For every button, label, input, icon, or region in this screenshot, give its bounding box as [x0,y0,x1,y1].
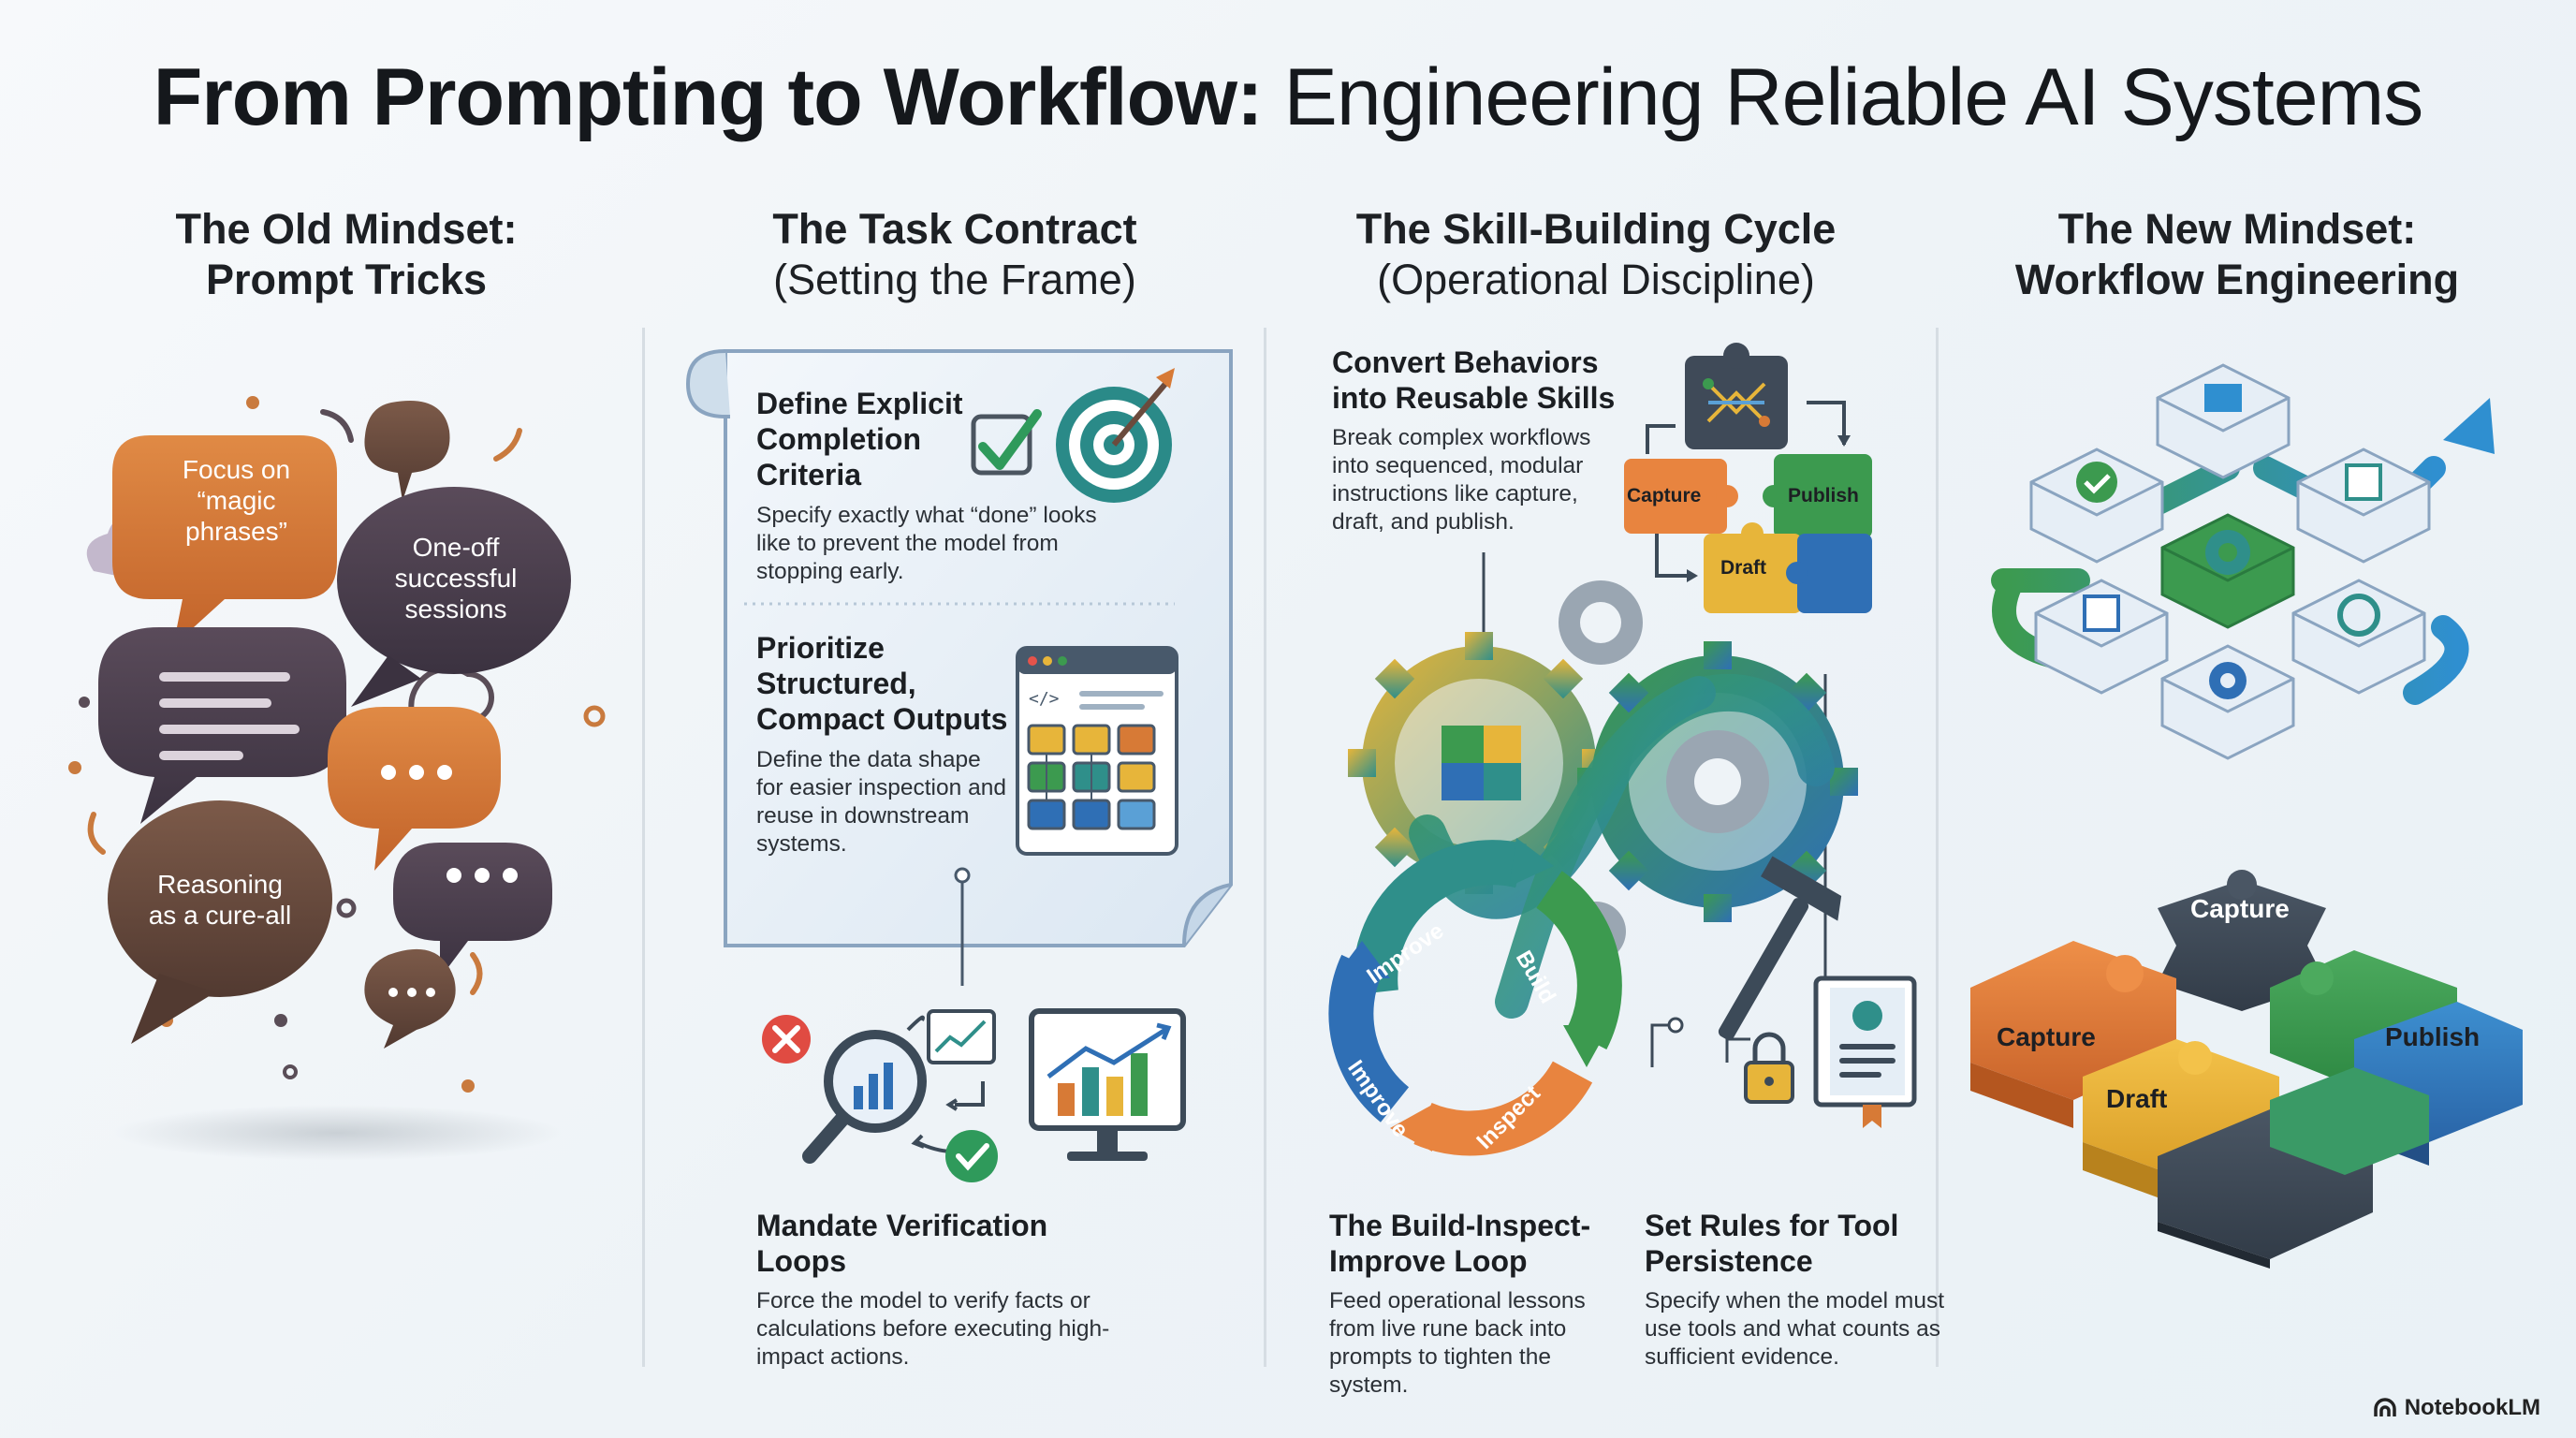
tool-persistence-body: Specify when the model must use tools an… [1645,1288,1945,1370]
column-title-line1: The Skill-Building Cycle [1355,205,1837,253]
puzzle-label-publish: Publish [1788,485,1859,506]
column-title-line1: The Task Contract [772,205,1137,253]
skill-puzzle-icon [1624,343,1872,613]
column-title-line1: The New Mindset: [2057,205,2417,253]
verification-loops-heading: Mandate Verification Loops [756,1209,1048,1278]
column-title-line2: Prompt Tricks [205,256,488,303]
column-title-task-contract: The Task Contract (Setting the Frame) [721,204,1189,305]
build-inspect-improve-cycle-illustration [1328,552,1917,1156]
workflow-network-illustration [1991,363,2495,760]
structured-grid-icon: </> [1016,646,1178,856]
verification-loop-illustration [762,867,1186,1182]
page-title: From Prompting to Workflow: Engineering … [0,51,2576,144]
bubble-reasoning-cure-all: Reasoning as a cure-all [148,870,292,930]
column-title-line2: (Operational Discipline) [1377,256,1815,303]
column-title-line1: The Old Mindset: [175,205,518,253]
completion-criteria-heading: Define Explicit Completion Criteria [756,387,963,492]
structured-outputs-heading: Prioritize Structured, Compact Outputs [756,631,1008,736]
puzzle-label-draft: Draft [2106,1084,2168,1113]
column-divider [1936,328,1939,1367]
bubble-magic-phrases: Focus on “magic phrases” [182,455,291,546]
build-inspect-loop-heading: The Build-Inspect-Improve Loop [1329,1209,1591,1278]
column-title-old-mindset: The Old Mindset: Prompt Tricks [122,204,571,305]
verification-loops-body: Force the model to verify facts or calcu… [756,1288,1110,1370]
completion-criteria-body: Specify exactly what “done” looks like t… [756,503,1097,584]
bubble-one-off-sessions: One-off successful sessions [394,533,518,624]
puzzle-label-capture: Capture [1627,485,1702,506]
column-divider [1264,328,1266,1367]
workflow-puzzle-illustration [1970,870,2523,1269]
structured-outputs-body: Define the data shape for easier inspect… [756,747,1006,857]
notebooklm-icon [2373,1398,2396,1416]
column-title-line2: (Setting the Frame) [773,256,1136,303]
build-inspect-loop-body: Feed operational lessons from live rune … [1329,1288,1586,1398]
column-title-new-mindset: The New Mindset: Workflow Engineering [1994,204,2481,305]
notebooklm-logo: NotebookLM [2373,1395,2540,1421]
column-title-line2: Workflow Engineering [2014,256,2460,303]
reusable-skills-heading: Convert Behaviors into Reusable Skills [1332,345,1616,415]
column-divider [642,328,645,1367]
title-light-part: Engineering Reliable AI Systems [1283,52,2424,142]
speech-bubbles-illustration [68,396,606,1161]
puzzle-label-capture-left: Capture [1997,1022,2096,1051]
column-title-skill-cycle: The Skill-Building Cycle (Operational Di… [1339,204,1853,305]
reusable-skills-body: Break complex workflows into sequenced, … [1332,425,1591,535]
puzzle-label-draft: Draft [1720,557,1767,579]
brand-name: NotebookLM [2404,1395,2540,1420]
puzzle-label-publish: Publish [2385,1022,2481,1051]
svg-text:</>: </> [1029,689,1060,709]
target-check-icon [971,368,1175,503]
tool-persistence-heading: Set Rules for Tool Persistence [1645,1209,1899,1278]
title-bold-part: From Prompting to Workflow: [153,52,1264,142]
puzzle-label-capture-top: Capture [2190,894,2290,923]
